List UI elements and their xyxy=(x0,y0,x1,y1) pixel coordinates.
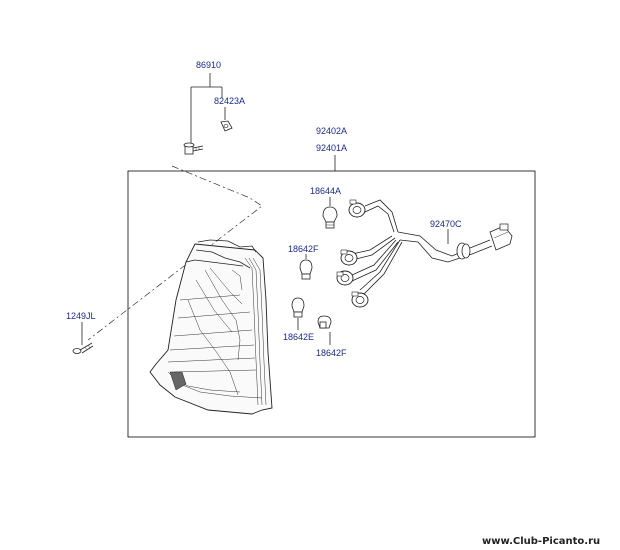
label-92470C: 92470C xyxy=(430,219,462,229)
label-92402A: 92402A xyxy=(316,126,347,136)
label-18642F-top: 18642F xyxy=(288,244,319,254)
label-18642E: 18642E xyxy=(283,332,314,342)
assembly-frame xyxy=(127,170,536,438)
label-1249JL: 1249JL xyxy=(66,311,96,321)
label-18642F-bottom: 18642F xyxy=(316,348,347,358)
label-86910: 86910 xyxy=(196,60,221,70)
label-92401A: 92401A xyxy=(316,143,347,153)
bulb-18644A xyxy=(322,206,338,229)
label-18644A: 18644A xyxy=(310,186,341,196)
label-leaders xyxy=(297,197,449,345)
screw-1249JL xyxy=(72,322,94,354)
wiring-harness-92470C xyxy=(351,199,513,295)
watermark: www.Club-Picanto.ru xyxy=(482,536,600,547)
label-82423A: 82423A xyxy=(214,96,245,106)
bulb-18642F-top xyxy=(299,259,313,280)
bulb-18642E xyxy=(291,297,305,318)
clip-82423A xyxy=(220,120,233,132)
screw-86910 xyxy=(183,142,204,155)
socket-3 xyxy=(336,270,354,286)
bulb-18642F-bottom xyxy=(317,315,332,329)
tail-lamp-housing xyxy=(149,239,273,415)
socket-4 xyxy=(351,291,369,308)
leader-86910 xyxy=(190,73,226,145)
socket-1 xyxy=(348,199,366,218)
socket-2 xyxy=(340,249,358,266)
mount-dashed-line xyxy=(87,165,263,341)
